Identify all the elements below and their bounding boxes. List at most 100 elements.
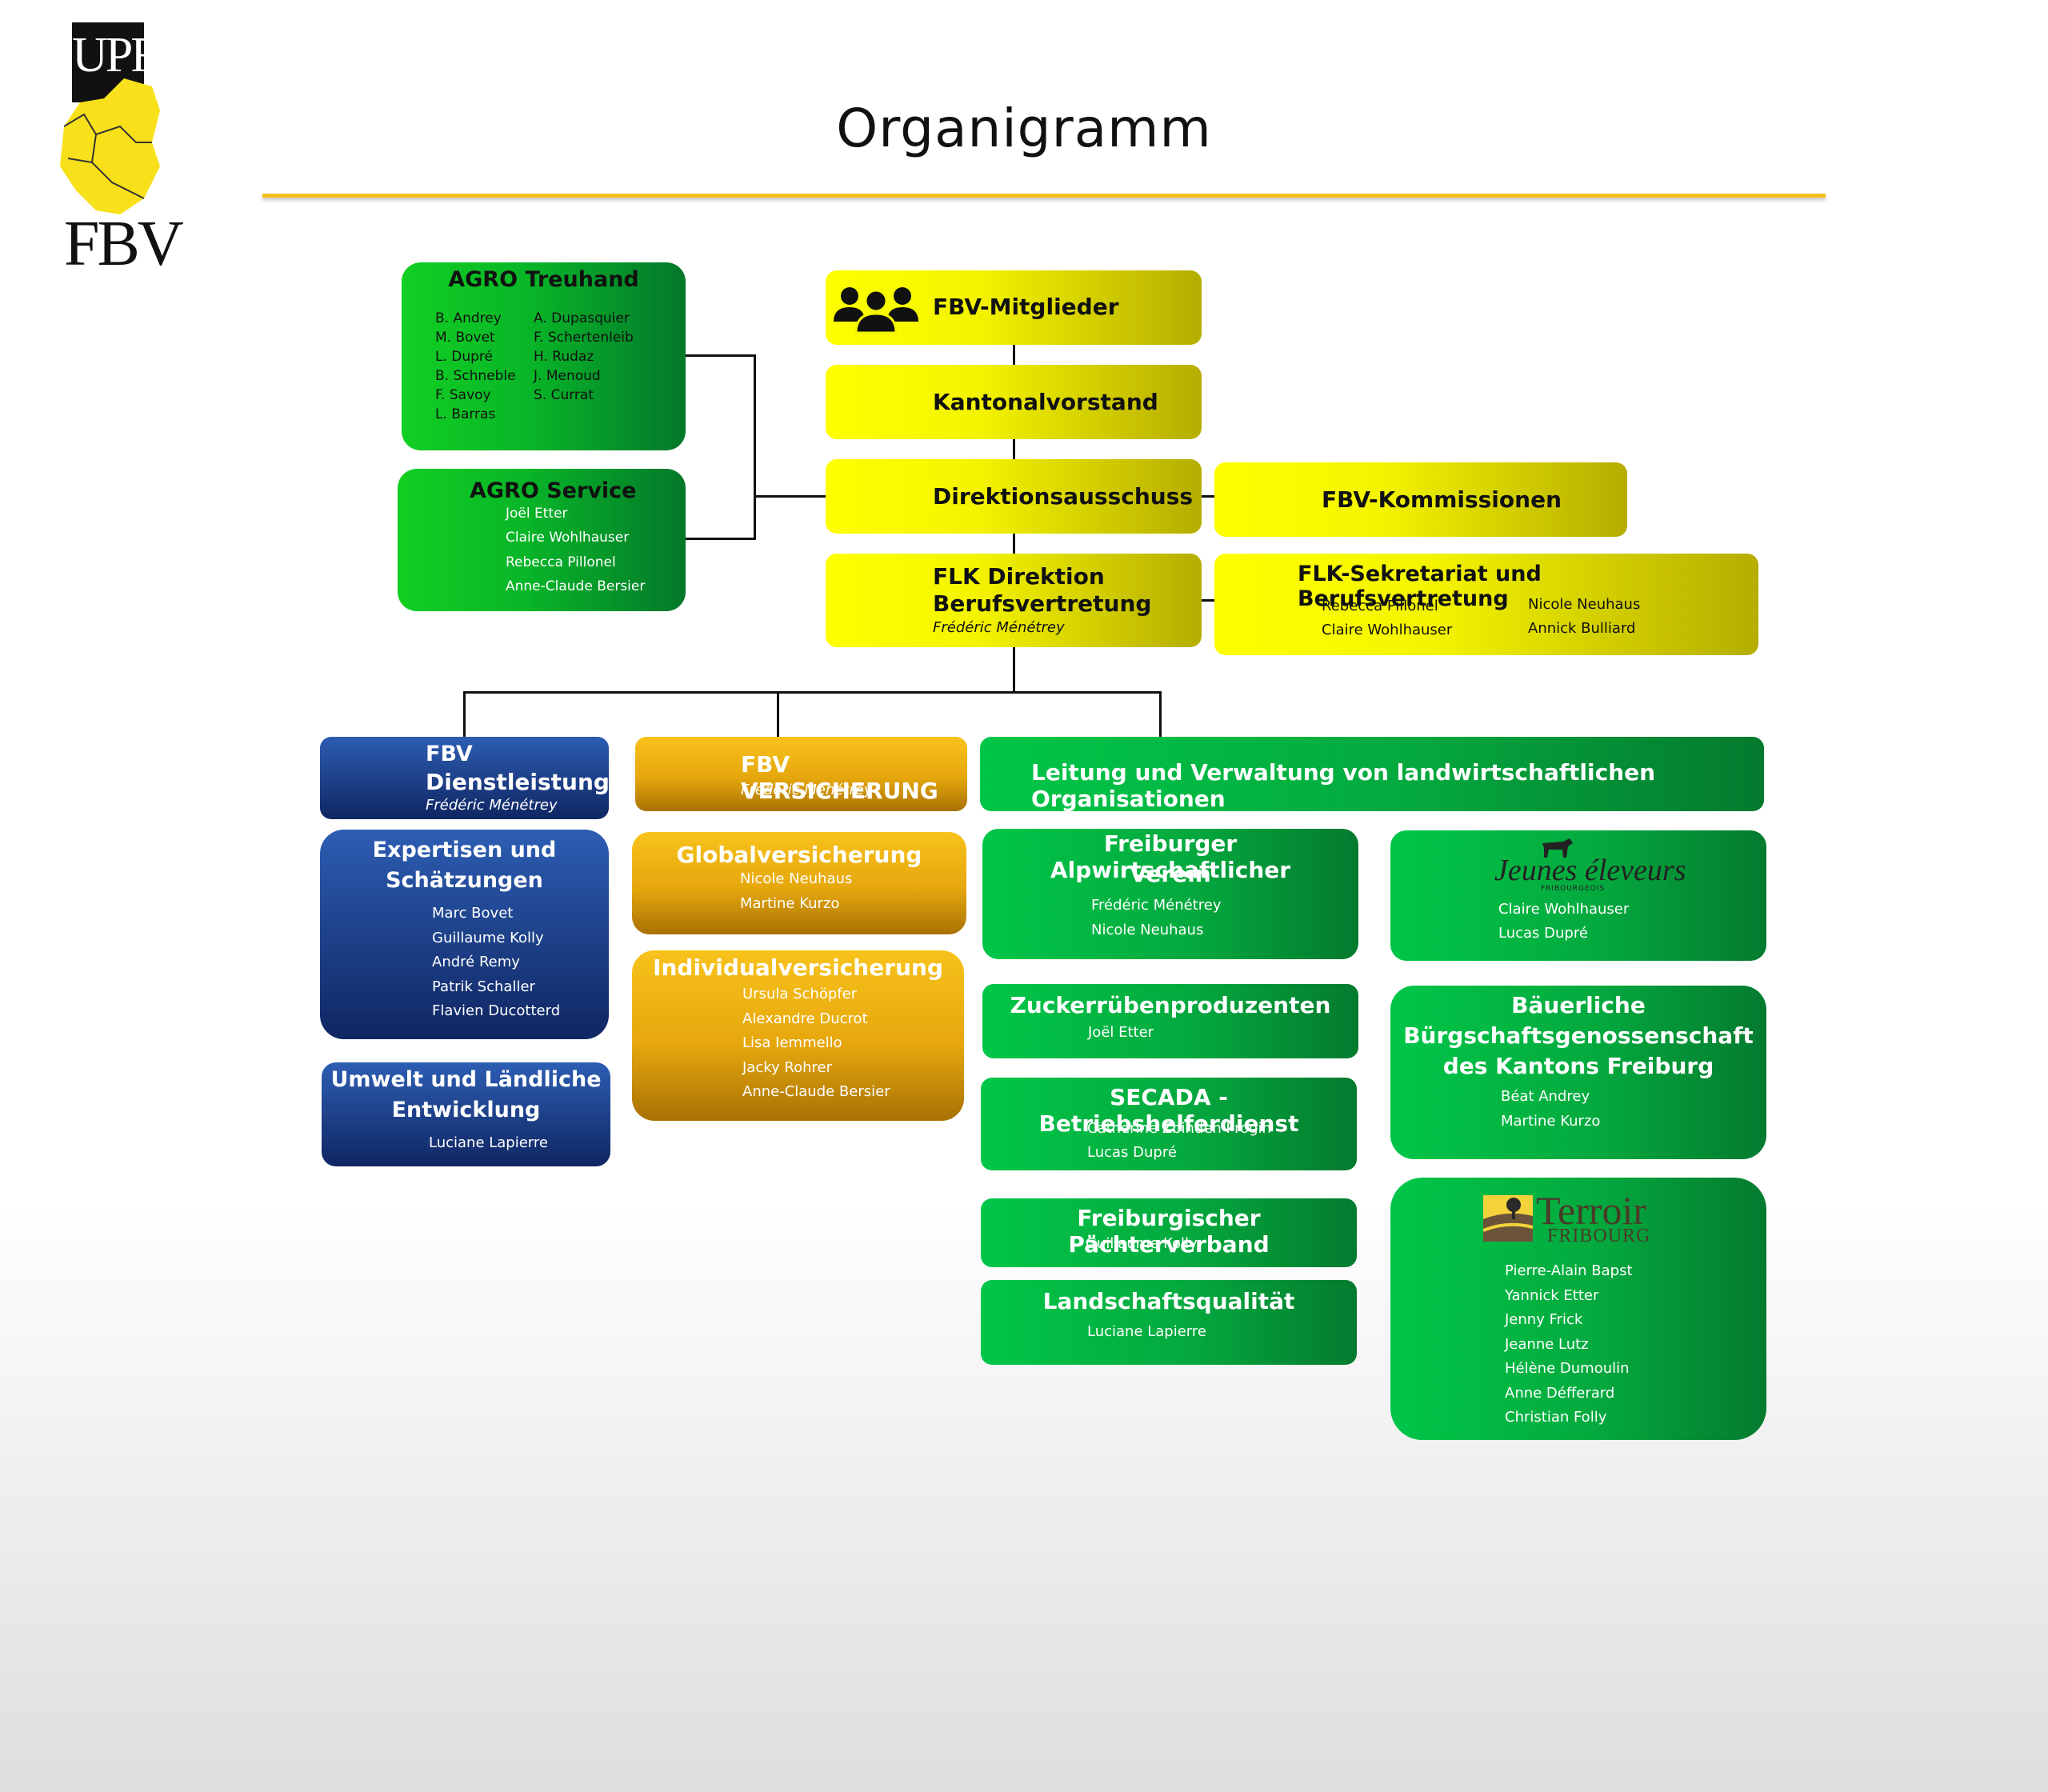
member-name: Ursula Schöpfer <box>742 986 858 1002</box>
member-name: Claire Wohlhauser <box>1322 622 1453 638</box>
umwelt-person: Luciane Lapierre <box>429 1134 548 1151</box>
connector <box>1013 531 1015 555</box>
flk-sekretariat-title: FLK-Sekretariat und Berufsvertretung <box>1298 562 1542 611</box>
member-name: Annick Bulliard <box>1528 620 1636 637</box>
dienstleistungen-subtitle: Dienstleistungen <box>426 769 641 795</box>
member-name: Pierre-Alain Bapst <box>1505 1262 1633 1279</box>
connector <box>1013 435 1015 461</box>
cow-icon <box>1542 838 1573 858</box>
fribourg-map-logo-icon <box>60 22 160 214</box>
member-name: Lisa Iemmello <box>742 1034 842 1051</box>
expertisen-subtitle: Schätzungen <box>386 868 543 893</box>
member-name: Rebecca Pillonel <box>1322 598 1438 614</box>
member-name: Nicole Neuhaus <box>1528 596 1641 613</box>
expertisen-box: Expertisen und Schätzungen Marc Bovet Gu… <box>320 830 609 1039</box>
member-name: Béat Andrey <box>1501 1088 1590 1105</box>
member-name: Jeanne Lutz <box>1505 1336 1589 1353</box>
connector <box>1013 646 1015 694</box>
flk-direktion-person: Frédéric Ménétrey <box>933 619 1065 636</box>
paechter-title: Freiburgischer Pächterverband <box>1068 1205 1270 1258</box>
member-name: Anne-Claude Bersier <box>742 1083 890 1100</box>
terroir-logo-sub: FRIBOURG <box>1547 1226 1651 1246</box>
agro-treuhand-box: AGRO Treuhand B. Andrey M. Bovet L. Dupr… <box>402 262 686 450</box>
upf-fbv-logo: UPF FBV <box>48 22 184 279</box>
fbv-mitglieder-box: FBV-Mitglieder <box>826 270 1202 345</box>
connector <box>754 354 756 540</box>
umwelt-box: Umwelt und Ländliche Entwicklung Luciane… <box>322 1062 610 1166</box>
connector <box>1159 691 1162 738</box>
secada-box: SECADA - Betriebshelferdienst Catherine … <box>981 1078 1357 1170</box>
buergschaft-subtitle: Bürgschaftsgenossenschaft <box>1403 1022 1754 1049</box>
member-name: B. Schneble <box>435 368 516 384</box>
connector <box>1013 344 1015 366</box>
flk-direktion-subtitle: Berufsvertretung <box>933 590 1152 617</box>
member-name: Frédéric Ménétrey <box>1091 897 1222 914</box>
leitung-title: Leitung und Verwaltung von landwirtschaf… <box>1031 759 1656 812</box>
kantonalvorstand-title: Kantonalvorstand <box>933 389 1158 415</box>
flk-sekretariat-box: FLK-Sekretariat und Berufsvertretung Reb… <box>1214 554 1758 655</box>
versicherung-title: FBV VERSICHERUNG <box>741 751 938 804</box>
flk-direktion-box: FLK Direktion Berufsvertretung Frédéric … <box>826 554 1202 647</box>
member-name: Anne-Claude Bersier <box>506 578 646 594</box>
connector <box>684 538 756 540</box>
member-name: F. Savoy <box>435 387 491 403</box>
direktionsausschuss-title: Direktionsausschuss <box>933 483 1194 510</box>
versicherung-person: Frédéric Ménétrey <box>741 782 873 798</box>
umwelt-title: Umwelt und Ländliche <box>330 1067 602 1092</box>
logo-fbv-text: FBV <box>64 209 184 279</box>
dienstleistungen-title: FBV <box>426 742 473 766</box>
jeunes-eleveurs-logo-sub: FRIBOURGEOIS <box>1541 885 1606 893</box>
people-group-icon <box>834 287 918 334</box>
buergschaft-title: Bäuerliche <box>1511 992 1646 1018</box>
agro-treuhand-title: AGRO Treuhand <box>448 267 639 292</box>
fbv-kommissionen-box: FBV-Kommissionen <box>1214 462 1627 537</box>
member-name: Joël Etter <box>506 506 568 522</box>
paechter-person: Guillaume Kolly <box>1086 1235 1198 1252</box>
direktionsausschuss-box: Direktionsausschuss <box>826 459 1202 534</box>
agro-service-title: AGRO Service <box>470 478 637 503</box>
member-name: F. Schertenleib <box>534 330 634 346</box>
buergschaft-subtitle2: des Kantons Freiburg <box>1442 1053 1714 1079</box>
member-name: Yannick Etter <box>1505 1287 1599 1304</box>
globalversicherung-box: Globalversicherung Nicole Neuhaus Martin… <box>632 832 966 934</box>
member-name: Catherine Zbinden Progin <box>1087 1120 1271 1137</box>
agro-service-box: AGRO Service Joël Etter Claire Wohlhause… <box>398 469 686 611</box>
terroir-logo-text: Terroir <box>1536 1188 1647 1233</box>
member-name: A. Dupasquier <box>534 310 630 326</box>
page-title: Organigramm <box>836 98 1212 159</box>
member-name: Anne Défferard <box>1505 1385 1615 1402</box>
member-name: Lucas Dupré <box>1498 925 1588 942</box>
fbv-kommissionen-title: FBV-Kommissionen <box>1322 486 1562 513</box>
jeunes-eleveurs-logo-text: Jeunes éleveurs <box>1494 854 1686 887</box>
member-name: Patrik Schaller <box>432 978 535 995</box>
landschaft-title: Landschaftsqualität <box>1042 1288 1295 1314</box>
member-name: B. Andrey <box>435 310 502 326</box>
member-name: M. Bovet <box>435 330 495 346</box>
leitung-box: Leitung und Verwaltung von landwirtschaf… <box>980 737 1764 812</box>
member-name: Claire Wohlhauser <box>1498 901 1630 918</box>
member-name: L. Barras <box>435 406 496 422</box>
zuckerrueben-box: Zuckerrübenproduzenten Joël Etter <box>982 984 1358 1058</box>
connector <box>463 691 466 738</box>
member-name: Claire Wohlhauser <box>506 530 630 546</box>
zuckerrueben-person: Joël Etter <box>1088 1024 1154 1041</box>
member-name: Marc Bovet <box>432 905 514 922</box>
alpwirtschaft-subtitle: Verein <box>1130 861 1211 887</box>
member-name: Flavien Ducotterd <box>432 1002 561 1019</box>
connector <box>684 354 756 357</box>
member-name: Martine Kurzo <box>1501 1113 1601 1130</box>
connector <box>463 691 1162 694</box>
member-name: J. Menoud <box>534 368 601 384</box>
connector <box>1200 599 1216 602</box>
umwelt-subtitle: Entwicklung <box>391 1098 541 1122</box>
dienstleistungen-box: FBV Dienstleistungen Frédéric Ménétrey <box>320 737 641 819</box>
member-name: Nicole Neuhaus <box>1091 922 1204 938</box>
member-name: Alexandre Ducrot <box>742 1010 868 1027</box>
member-name: S. Currat <box>534 387 594 403</box>
individualversicherung-title: Individualversicherung <box>653 954 943 981</box>
landschaft-person: Luciane Lapierre <box>1087 1323 1206 1340</box>
member-name: Rebecca Pillonel <box>506 554 616 570</box>
secada-title: SECADA - Betriebshelferdienst <box>1038 1084 1299 1137</box>
member-name: H. Rudaz <box>534 349 594 365</box>
expertisen-title: Expertisen und <box>372 838 557 862</box>
